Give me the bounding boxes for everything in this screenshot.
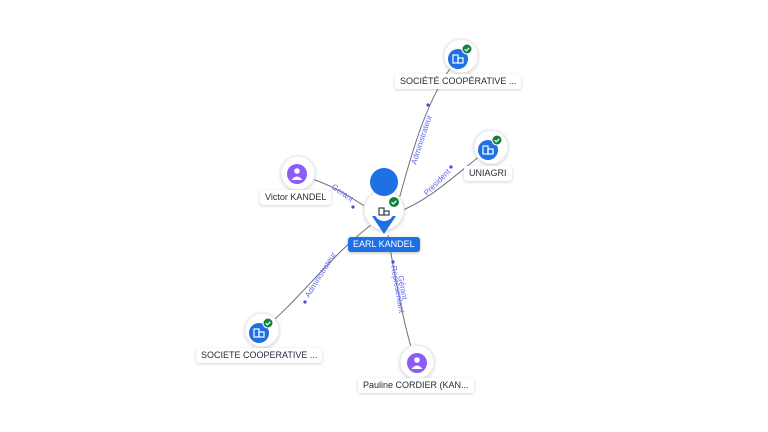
node-label-victor[interactable]: Victor KANDEL bbox=[260, 190, 332, 205]
node-label-scoop-top[interactable]: SOCIÉTÉ COOPÉRATIVE ... bbox=[395, 74, 522, 89]
edge-center-uniagri bbox=[397, 151, 486, 213]
edge-arrows bbox=[303, 103, 453, 304]
verified-check-icon bbox=[262, 317, 274, 329]
node-scoop-top[interactable] bbox=[443, 38, 479, 74]
company-icon bbox=[452, 54, 464, 64]
edge-label-administrateur-top: Administrateur bbox=[409, 113, 434, 165]
edge-label-gerant-pauline: Gérant bbox=[396, 275, 409, 301]
verified-check-icon bbox=[388, 196, 400, 208]
node-pauline[interactable] bbox=[399, 344, 435, 380]
node-label-uniagri[interactable]: UNIAGRI bbox=[464, 166, 512, 181]
verified-check-icon bbox=[461, 43, 473, 55]
arrow-scoop-top bbox=[426, 103, 430, 107]
person-badge bbox=[287, 164, 307, 184]
edge-label-administrateur-bottom: Administrateur bbox=[303, 250, 338, 299]
node-label-center[interactable]: EARL KANDEL bbox=[348, 237, 420, 252]
node-uniagri[interactable] bbox=[473, 129, 509, 165]
person-icon bbox=[291, 168, 303, 180]
person-badge bbox=[407, 353, 427, 373]
arrow-pauline bbox=[391, 260, 395, 264]
node-scoop-bottom[interactable] bbox=[244, 312, 280, 348]
arrow-uniagri bbox=[449, 165, 453, 169]
verified-check-icon bbox=[491, 134, 503, 146]
company-icon bbox=[378, 207, 390, 216]
arrow-victor bbox=[351, 205, 355, 209]
node-center[interactable] bbox=[363, 168, 405, 234]
edge-label-gerant-victor: Gerant bbox=[330, 182, 356, 204]
node-label-scoop-bottom[interactable]: SOCIETE COOPERATIVE ... bbox=[196, 348, 323, 363]
company-icon bbox=[482, 145, 494, 155]
node-label-pauline[interactable]: Pauline CORDIER (KAN... bbox=[358, 378, 474, 393]
node-victor[interactable] bbox=[280, 155, 316, 191]
arrow-scoop-bottom bbox=[303, 300, 307, 304]
company-icon bbox=[253, 328, 265, 338]
person-icon bbox=[411, 357, 423, 369]
